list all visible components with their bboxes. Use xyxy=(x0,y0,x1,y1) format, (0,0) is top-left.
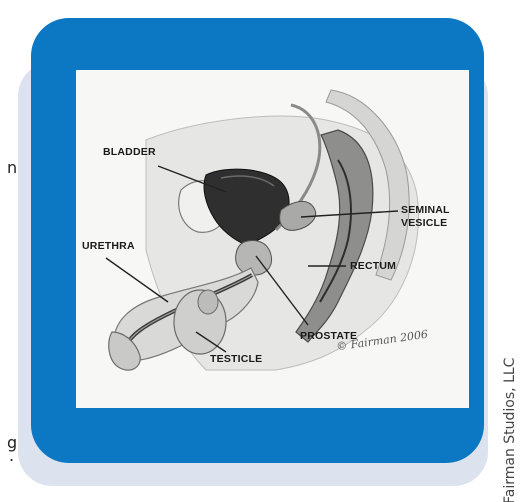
seminal-vesicle-label-2: VESICLE xyxy=(401,217,447,229)
urethra-label: URETHRA xyxy=(82,240,135,252)
seminal-vesicle-label-1: SEMINAL xyxy=(401,204,450,216)
image-credit: Fairman Studios, LLC xyxy=(500,352,520,502)
illustration-plate: BLADDER URETHRA SEMINAL VESICLE RECTUM P… xyxy=(76,70,469,408)
epididymis xyxy=(198,290,218,314)
rectum-label: RECTUM xyxy=(350,260,396,272)
bladder-label: BLADDER xyxy=(103,146,156,158)
left-edge-text-3: . xyxy=(9,446,14,465)
anatomy-illustration xyxy=(76,70,469,408)
image-credit-text: Fairman Studios, LLC xyxy=(502,358,518,502)
testicle-label: TESTICLE xyxy=(210,353,262,365)
left-edge-text-1: n xyxy=(7,158,17,177)
